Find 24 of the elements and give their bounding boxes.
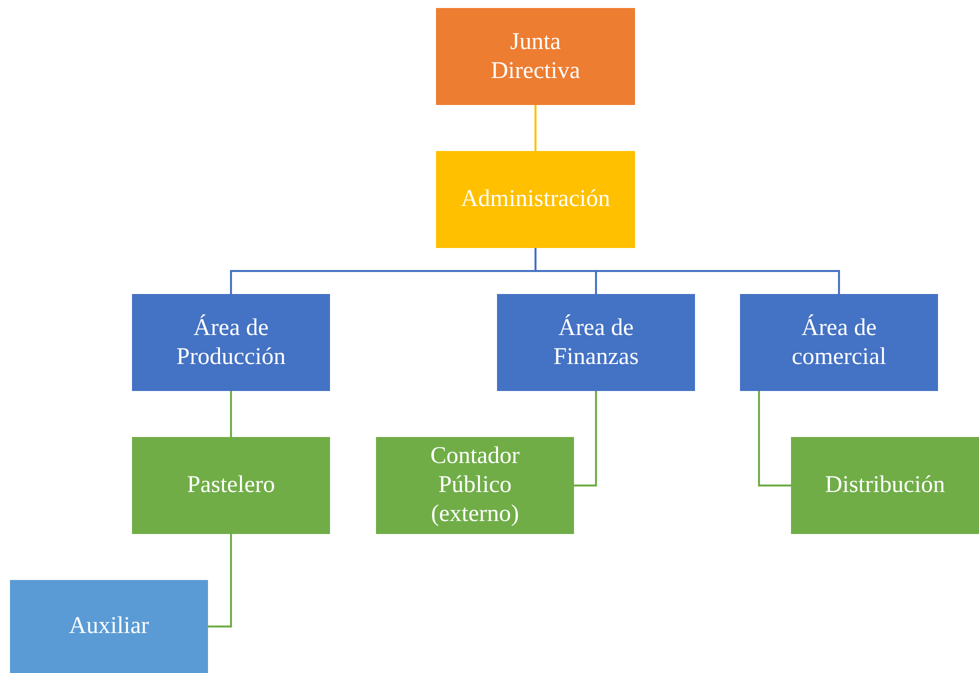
org-box	[132, 437, 330, 534]
org-box	[132, 294, 330, 391]
connector-line	[534, 105, 536, 151]
role-label: Contador Público (externo)	[429, 442, 521, 529]
connector-line	[574, 391, 597, 486]
connector-line	[230, 391, 232, 437]
role-label: Auxiliar	[69, 612, 149, 641]
connector-line	[758, 391, 791, 486]
role-label: Pastelero	[187, 471, 275, 500]
org-box	[436, 151, 635, 248]
org-box	[376, 437, 574, 534]
org-box	[497, 294, 695, 391]
role-label: Administración	[460, 185, 610, 214]
role-label: Área de Finanzas	[552, 314, 640, 372]
connector-line	[208, 534, 232, 628]
role-label: Área de Producción	[175, 314, 287, 372]
role-label: Junta Directiva	[490, 28, 582, 86]
org-box	[740, 294, 938, 391]
role-label: Distribución	[825, 471, 945, 500]
org-box	[436, 8, 635, 105]
connector-line	[534, 248, 840, 294]
role-label: Área de comercial	[790, 314, 888, 372]
org-box	[791, 437, 979, 534]
org-box	[10, 580, 208, 673]
